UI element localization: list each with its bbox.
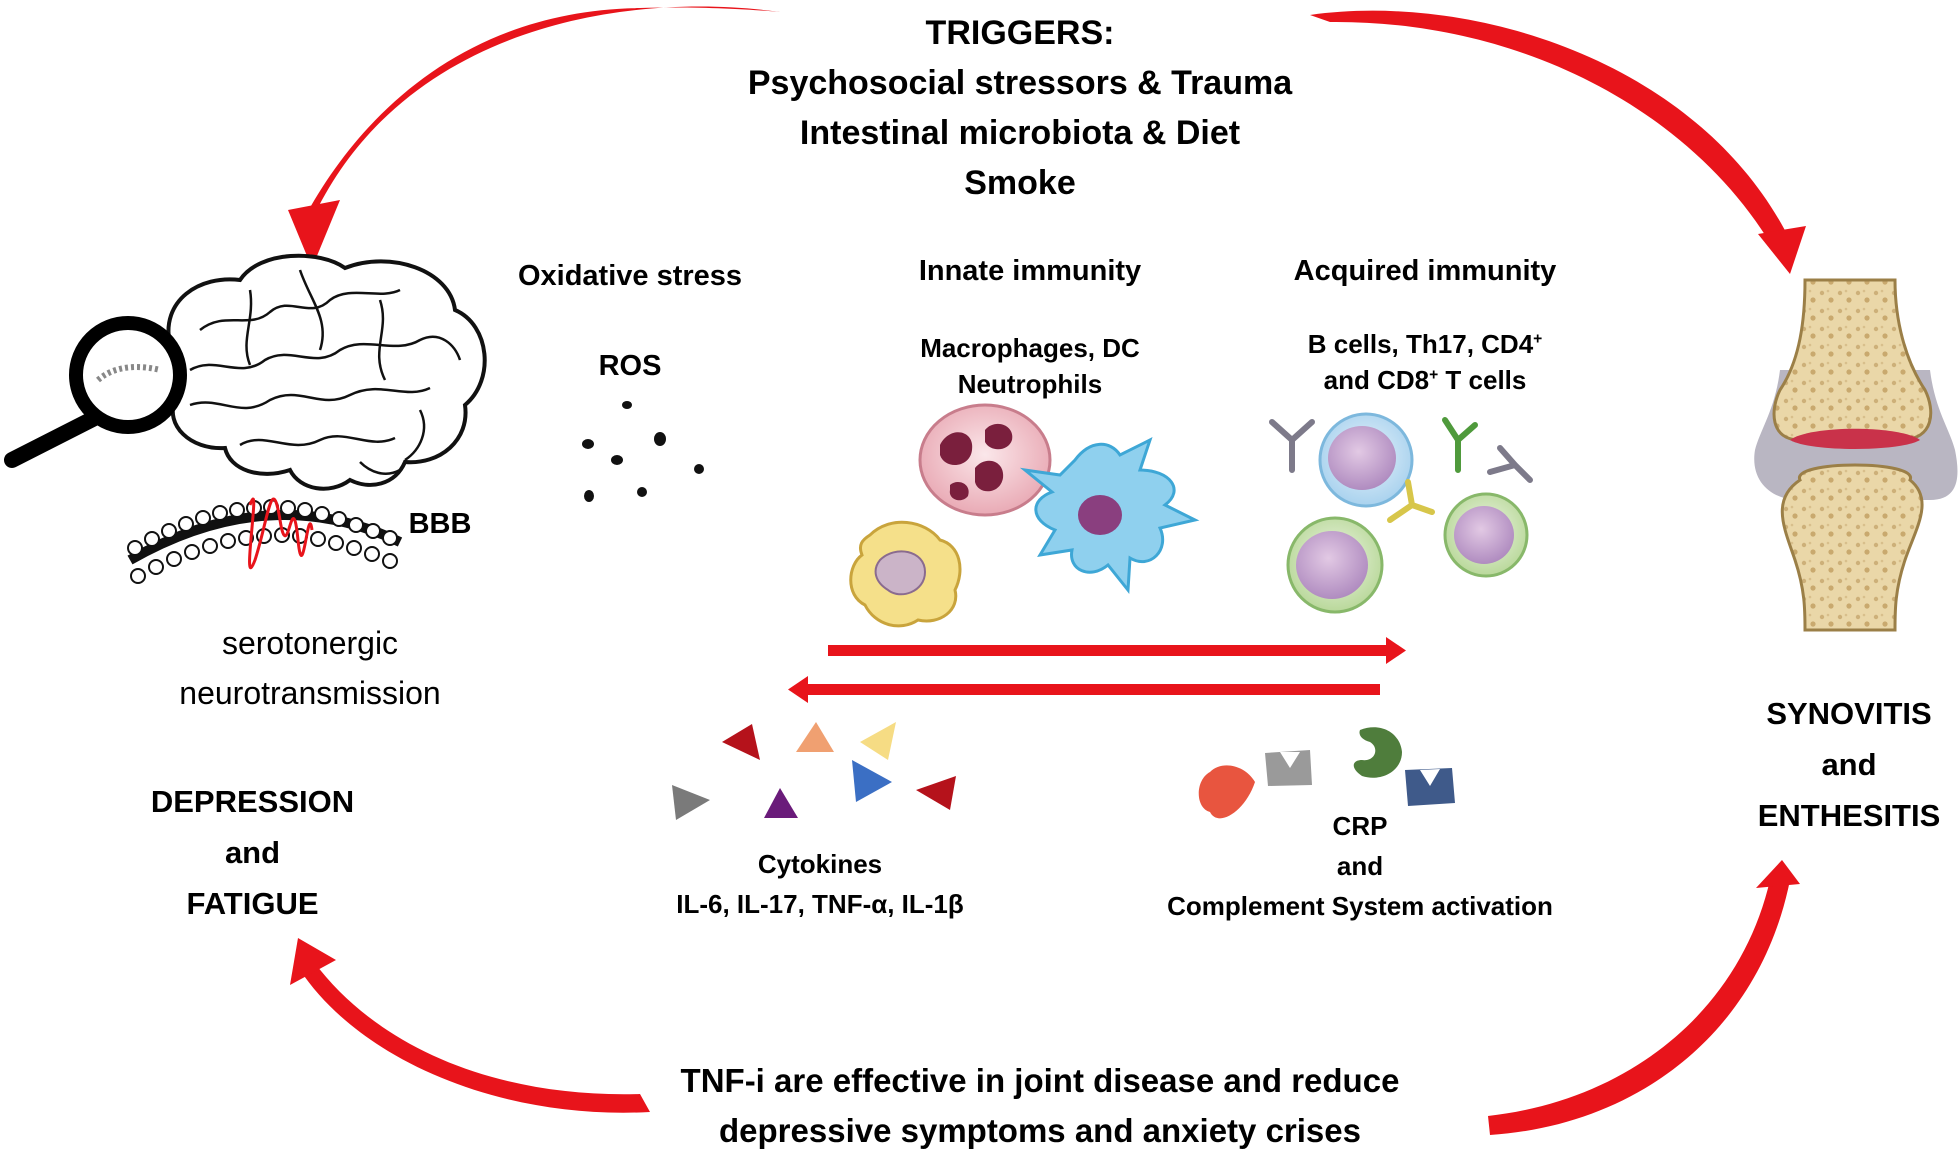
arrowhead-bottom-right [1756,860,1800,888]
cycle-arrows [288,6,1806,1135]
b-cell-icon [1318,412,1414,508]
depression-line-1: DEPRESSION [150,784,355,819]
innate-cells-label: Macrophages, DC Neutrophils [880,330,1180,402]
acquired-cells-line-2: and CD8+ T cells [1323,365,1527,395]
t-cell-icon-1 [1286,516,1384,614]
bbb-label: BBB [408,508,472,540]
innate-cells-line-1: Macrophages, DC [920,333,1140,363]
footer-line-1: TNF-i are effective in joint disease and… [680,1062,1400,1099]
magnifier-icon [4,316,187,468]
crp-line-2: and [1336,851,1384,881]
antibody-icon [1269,417,1533,523]
triggers-title: TRIGGERS: [925,14,1115,52]
serotonergic-line-1: serotonergic [221,625,399,661]
cytokine-triangles [672,722,956,820]
serotonergic-line-2: neurotransmission [179,675,441,711]
arrowhead-left [788,676,808,703]
innate-immunity-title: Innate immunity [918,255,1142,287]
cytokines-label: Cytokines IL-6, IL-17, TNF-α, IL-1β [640,844,1000,924]
acquired-cells-line-1: B cells, Th17, CD4+ [1307,329,1543,359]
macrophage-cell-icon [849,520,962,628]
arrow-bottom-right [1488,880,1790,1135]
dendritic-cell-icon [1019,437,1200,594]
neutrophil-cell-icon [918,403,1052,517]
depression-line-3: FATIGUE [186,886,319,921]
oxidative-stress-title: Oxidative stress [517,260,743,292]
innate-cells-line-2: Neutrophils [957,369,1103,399]
arrowhead-bottom-left [290,938,336,985]
joint-icon [1754,278,1958,632]
synovitis-enthesitis-label: SYNOVITIS and ENTHESITIS [1740,688,1958,841]
serotonergic-caption: serotonergic neurotransmission [100,618,520,718]
synovitis-line-1: SYNOVITIS [1766,696,1932,731]
crp-complement-label: CRP and Complement System activation [1140,806,1580,926]
brain-icon [153,253,487,491]
acquired-immunity-title: Acquired immunity [1293,255,1557,287]
t-cell-icon-2 [1443,492,1529,578]
footer-line-2: depressive symptoms and anxiety crises [719,1112,1361,1149]
arrowhead-right [1386,637,1406,664]
cytokines-list: IL-6, IL-17, TNF-α, IL-1β [676,889,964,919]
membrane-icon [127,497,403,584]
arrowhead-top-left [288,200,340,268]
arrowhead-top-right [1758,226,1806,274]
central-arrows [788,637,1406,703]
triggers-block: TRIGGERS: Psychosocial stressors & Traum… [690,8,1350,208]
complement-icons [1198,727,1455,819]
arrow-top-right [1310,10,1790,246]
arrow-bottom-left [300,962,650,1113]
trigger-item-2: Intestinal microbiota & Diet [799,114,1241,152]
ros-label: ROS [598,350,662,382]
footer-statement: TNF-i are effective in joint disease and… [640,1056,1440,1156]
depression-line-2: and [224,835,281,870]
depression-fatigue-label: DEPRESSION and FATIGUE [100,776,405,929]
synovitis-line-2: and [1821,747,1877,782]
ros-dots [582,401,704,502]
acquired-cells-label: B cells, Th17, CD4+ and CD8+ T cells [1265,326,1585,398]
cytokines-title: Cytokines [757,849,883,879]
trigger-item-3: Smoke [964,164,1076,202]
trigger-item-1: Psychosocial stressors & Trauma [747,64,1293,102]
synovitis-line-3: ENTHESITIS [1757,798,1941,833]
crp-line-1: CRP [1332,811,1388,841]
crp-line-3: Complement System activation [1167,891,1553,921]
